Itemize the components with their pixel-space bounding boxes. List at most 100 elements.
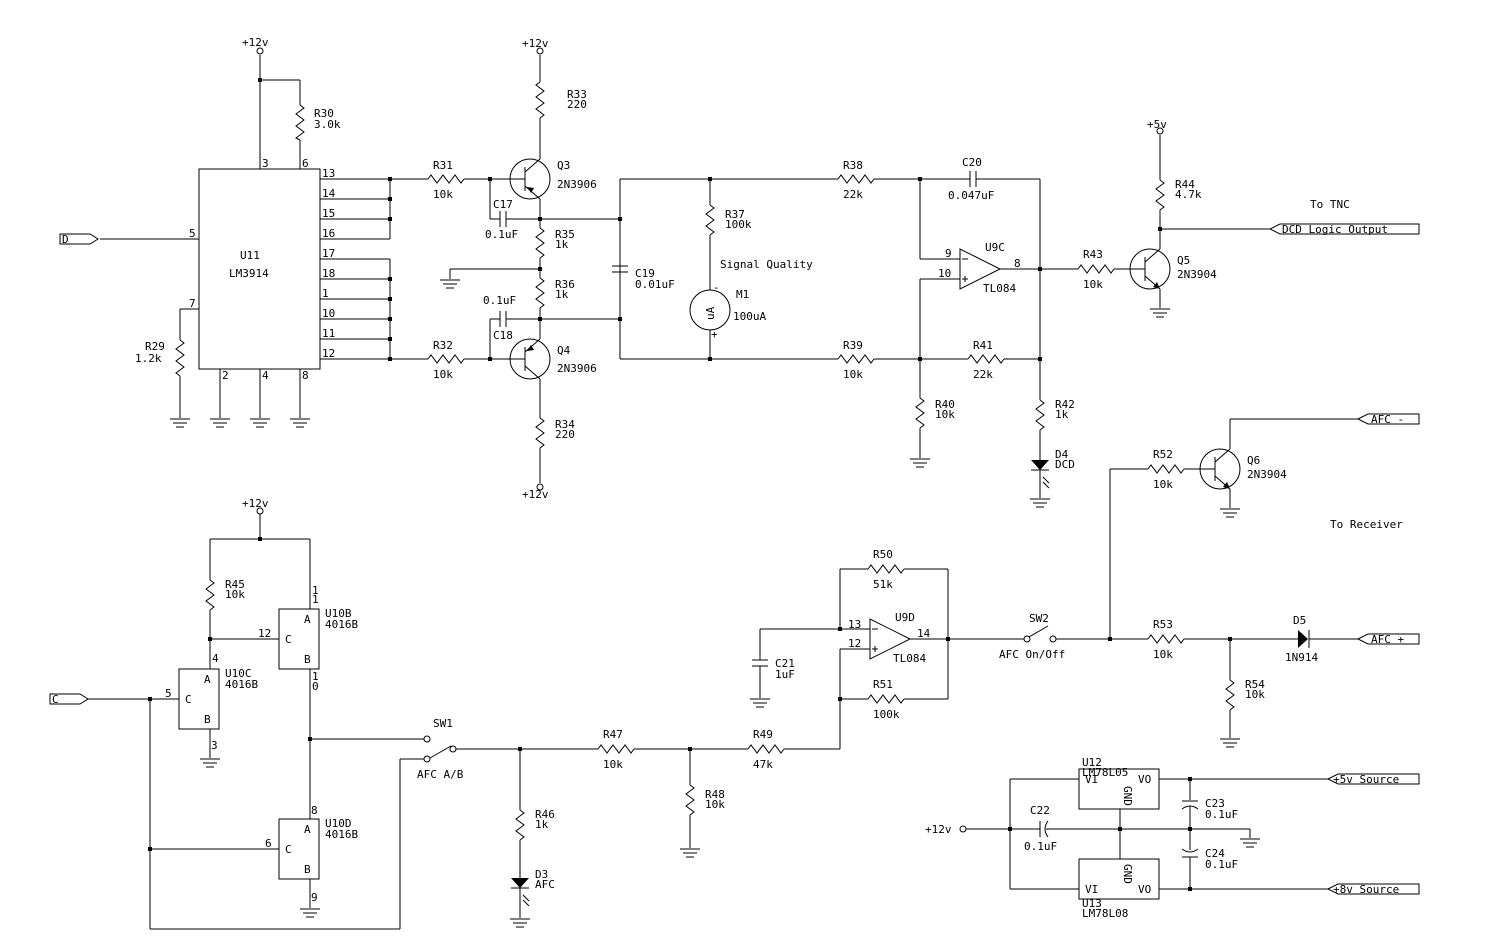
u9c-part: TL084 [983,282,1016,295]
r32-resistor [427,354,465,364]
u10c-b: B [204,713,211,726]
port-5v-label: +5v Source [1333,773,1399,786]
u11-ref: U11 [240,249,260,262]
r51-ref: R51 [873,678,893,691]
u10b-pin-bot-1: 1 [312,670,319,683]
r34-val: 220 [555,428,575,441]
u13-part: LM78L08 [1082,907,1128,920]
port-afc-plus [1356,633,1420,645]
r38-ref: R38 [843,159,863,172]
c21-ref: C21 [775,657,795,670]
r44-val: 4.7k [1175,188,1202,201]
ground-symbol [1030,498,1050,508]
port-5v-source [1326,773,1420,785]
q6-part: 2N3904 [1247,468,1287,481]
u9c-pin-9: 9 [945,247,952,260]
r50-ref: R50 [873,548,893,561]
u9c-pin-10: 10 [938,267,951,280]
u10c-pin-4: 4 [212,652,219,665]
r45-resistor [205,579,215,611]
u12-vi: VI [1085,773,1098,786]
r39-ref: R39 [843,339,863,352]
u9c-pin-8: 8 [1014,257,1021,270]
r46-ref: R46 [535,808,555,821]
r39-resistor [837,354,875,364]
d5-diode [1298,630,1308,648]
r40-ref: R40 [935,398,955,411]
r41-resistor [967,354,1005,364]
m1-plus: + [711,328,718,341]
ground-symbol [440,279,460,289]
u10c-part: 4016B [225,678,258,691]
u10b-pin-bot-2: 0 [312,680,319,693]
u13-ref: U13 [1082,897,1102,910]
r30-ref: R30 [314,107,334,120]
u11-part: LM3914 [229,267,269,280]
ground-symbol [510,918,530,928]
m1-val: 100uA [733,310,766,323]
sw2-val: AFC On/Off [999,648,1065,661]
port-8v-label: +8v Source [1333,883,1399,896]
r49-ref: R49 [753,728,773,741]
u10d-pin-6: 6 [265,837,272,850]
u11-pin-16: 16 [322,227,335,240]
sw2-switch [1028,625,1049,638]
r50-resistor [867,564,905,574]
r53-ref: R53 [1153,618,1173,631]
r34-ref: R34 [555,418,575,431]
r33-val: 220 [567,98,587,111]
r42-ref: R42 [1055,398,1075,411]
r53-val: 10k [1153,648,1173,661]
r29-val: 1.2k [135,352,162,365]
sw1-val: AFC A/B [417,768,464,781]
ground-symbol [300,908,320,918]
afc-amp-section: R46 1k D3 AFC R47 10k R48 10k R49 47k 12… [456,548,1420,928]
r39-val: 10k [843,368,863,381]
u13-body [1078,858,1160,900]
c19-ref: C19 [635,267,655,280]
q5-transistor [1129,248,1171,290]
r37-val: 100k [725,218,752,231]
r32-ref: R32 [433,339,453,352]
ground-symbol [680,848,700,858]
u9c-section: R38 22k C20 0.047uF 9 10 U9C TL084 8 R39… [837,156,1078,508]
r52-resistor [1147,464,1185,474]
c18-ref: C18 [493,329,513,342]
rail-p12-b: +12v [522,37,549,50]
port-c-label: C [52,693,59,706]
u10c-c: C [185,693,192,706]
u13-vi: VI [1085,883,1098,896]
u11-pin-13: 13 [322,167,335,180]
r51-resistor [867,694,905,704]
r53-resistor [1147,634,1185,644]
u11-pin-6: 6 [302,157,309,170]
r47-resistor [597,744,635,754]
q5-ref: Q5 [1177,254,1190,267]
r36-val: 1k [555,288,569,301]
u12-vo: VO [1138,773,1151,786]
r41-ref: R41 [973,339,993,352]
u11-pin-2: 2 [222,369,229,382]
d3-ref: D3 [535,868,548,881]
d4-val: DCD [1055,458,1075,471]
r54-resistor [1225,679,1235,711]
r31-val: 10k [433,188,453,201]
u9d-pin-12: 12 [848,637,861,650]
m1-ref: M1 [736,288,749,301]
r43-resistor [1077,264,1115,274]
sw1-switch [429,745,452,759]
u9d-pin-14: 14 [917,627,931,640]
u9c-opamp [959,248,1002,290]
r35-resistor [535,227,545,259]
u11-pin-11: 11 [322,327,335,340]
r33-resistor [535,81,545,119]
q4-ref: Q4 [557,344,571,357]
sw1-ref: SW1 [433,717,453,730]
regulator-section: +12v C22 0.1uF U12 LM78L05 VI VO GND C23… [925,756,1420,920]
q6-section: R52 10k Q6 2N3904 AFC - To Receiver [1109,413,1420,639]
r34-resistor [535,417,545,449]
port-d [59,233,99,245]
u12-body [1078,768,1160,810]
c20-ref: C20 [962,156,982,169]
